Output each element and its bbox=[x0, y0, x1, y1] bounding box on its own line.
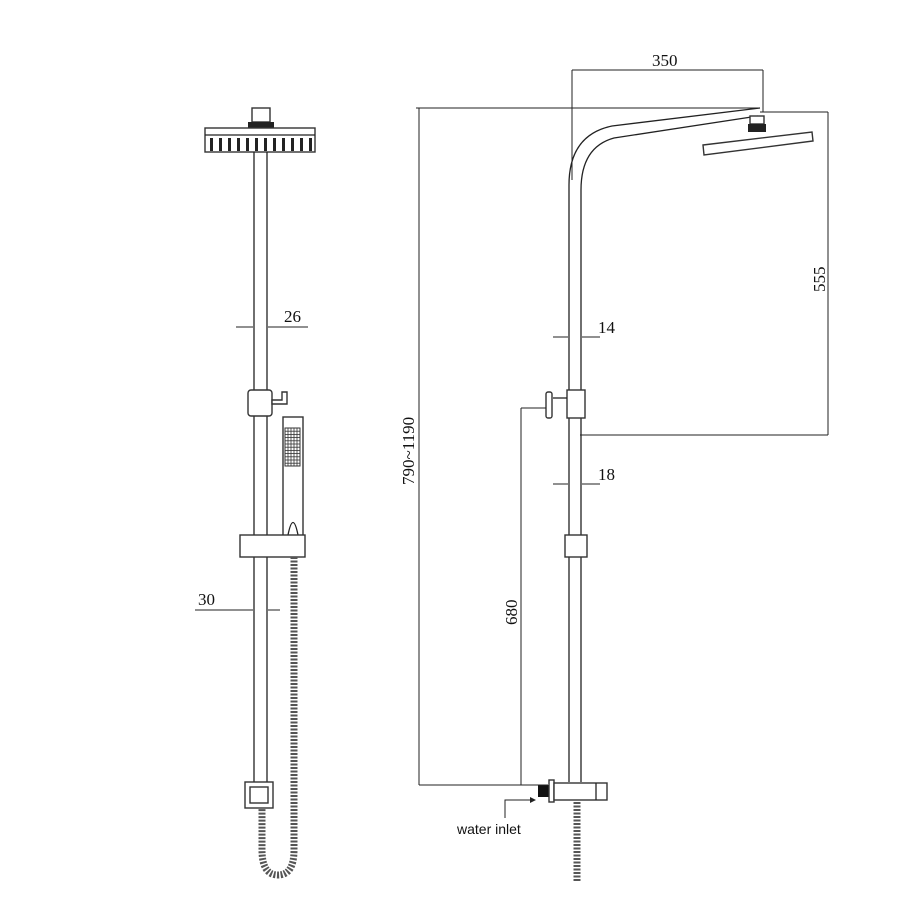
dimension-label: 14 bbox=[598, 318, 616, 337]
mixer-valve bbox=[538, 779, 608, 803]
dimension-680: 680 bbox=[502, 407, 546, 785]
nozzle bbox=[273, 138, 276, 151]
diverter-front bbox=[247, 389, 288, 417]
water-inlet-label: water inlet bbox=[456, 821, 521, 837]
nozzle bbox=[300, 138, 303, 151]
shower-head-side bbox=[702, 115, 814, 156]
dimension-label: 26 bbox=[284, 307, 301, 326]
dimension-label: 790~1190 bbox=[399, 417, 418, 485]
dimension-26: 26 bbox=[236, 307, 308, 328]
riser-and-arm bbox=[568, 107, 761, 782]
dimension-label: 18 bbox=[598, 465, 615, 484]
nozzle bbox=[291, 138, 294, 151]
nozzle bbox=[210, 138, 213, 151]
wall-bracket-front bbox=[244, 781, 274, 809]
hand-shower bbox=[282, 416, 304, 556]
dimension-555: 555 bbox=[580, 111, 829, 436]
slider-front bbox=[239, 534, 306, 558]
diverter-side bbox=[545, 389, 586, 419]
slider-side bbox=[564, 534, 588, 558]
dimension-label: 350 bbox=[652, 51, 678, 70]
nozzle bbox=[264, 138, 267, 151]
nozzle bbox=[237, 138, 240, 151]
shower-head-front bbox=[204, 107, 316, 153]
dimension-14: 14 bbox=[553, 318, 616, 338]
hose-front bbox=[258, 557, 298, 879]
dimension-label: 555 bbox=[810, 267, 829, 293]
nozzle bbox=[282, 138, 285, 151]
dimension-18: 18 bbox=[553, 465, 615, 485]
nozzle bbox=[246, 138, 249, 151]
dimension-350: 350 bbox=[571, 51, 764, 180]
nozzle bbox=[255, 138, 258, 151]
dimension-790-1190: 790~1190 bbox=[399, 107, 760, 786]
dimension-30: 30 bbox=[195, 590, 280, 611]
nozzle bbox=[228, 138, 231, 151]
water-inlet-callout: water inlet bbox=[456, 797, 536, 837]
nozzle bbox=[219, 138, 222, 151]
riser-pipe-front bbox=[253, 152, 268, 782]
dimension-label: 30 bbox=[198, 590, 215, 609]
front-view: 26 30 bbox=[195, 107, 316, 879]
dimension-label: 680 bbox=[502, 600, 521, 626]
nozzle bbox=[309, 138, 312, 151]
side-view: water inlet 350 555 14 18 790 bbox=[399, 51, 829, 882]
